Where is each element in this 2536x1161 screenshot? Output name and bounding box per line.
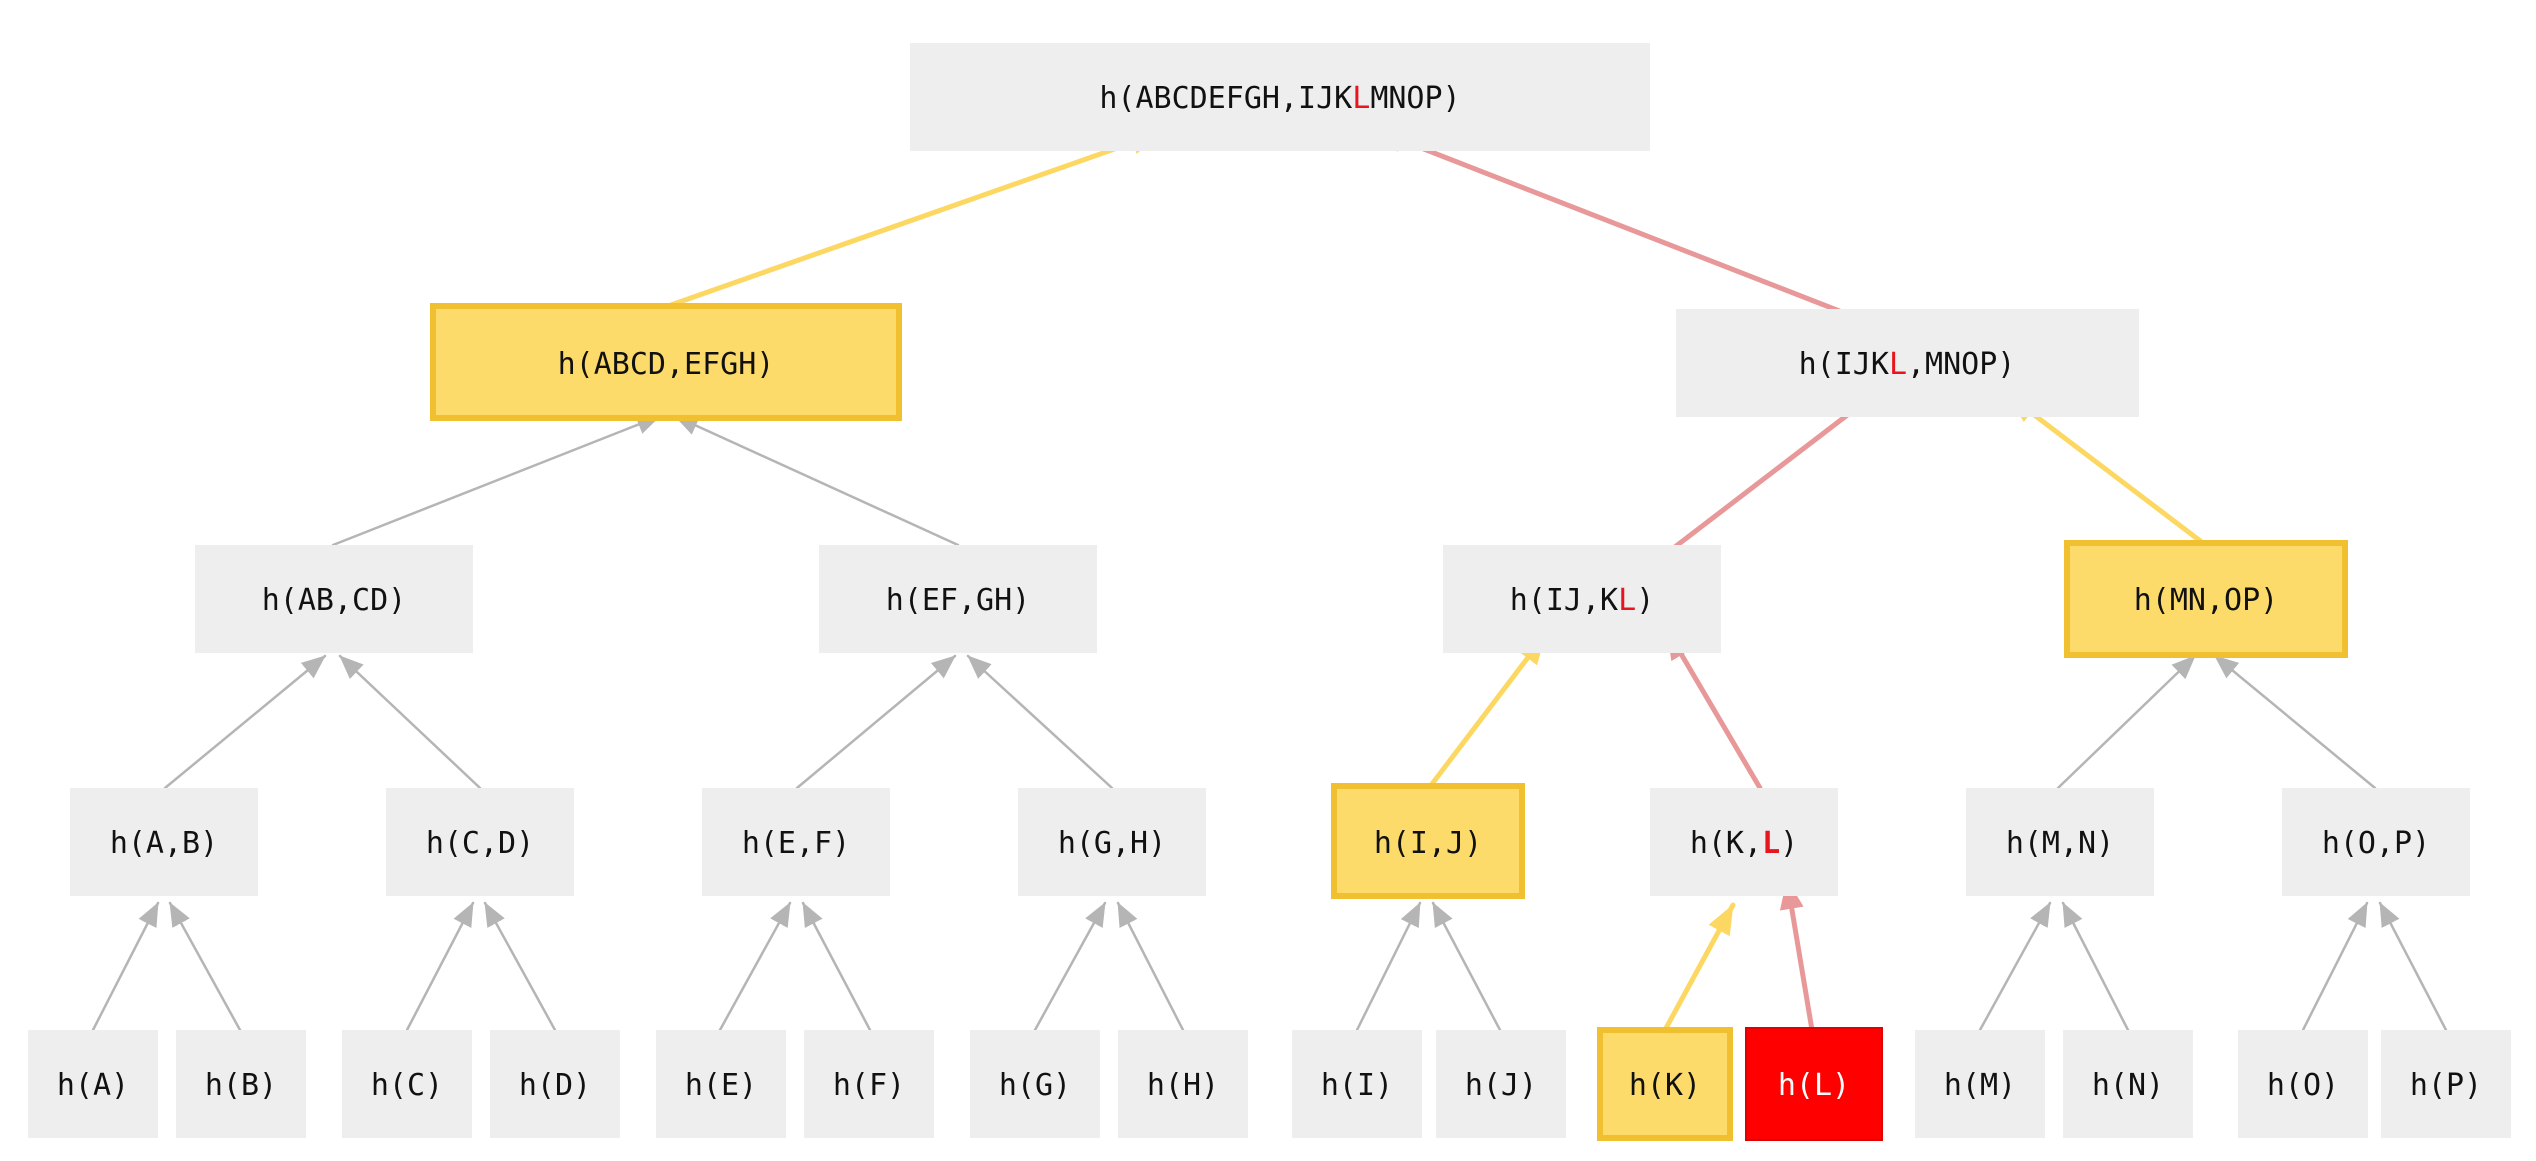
edge-ef-efgh	[795, 654, 957, 790]
leaf-n: h(N)	[2063, 1030, 2193, 1138]
edge-ijklmnop-root	[1372, 127, 1886, 331]
edge-l-kl	[1779, 877, 1815, 1033]
leaf-h: h(H)	[1118, 1030, 1248, 1138]
edge-c-cd	[405, 901, 475, 1032]
svg-text:h(A,B): h(A,B)	[110, 826, 218, 861]
leaf-b: h(B)	[176, 1030, 306, 1138]
svg-text:h(MN,OP): h(MN,OP)	[2134, 583, 2279, 618]
svg-text:h(E): h(E)	[685, 1068, 757, 1103]
svg-text:h(M): h(M)	[1944, 1068, 2016, 1103]
svg-text:h(P): h(P)	[2410, 1068, 2482, 1103]
svg-text:h(B): h(B)	[205, 1068, 277, 1103]
edge-abcd-abcdefgh	[331, 414, 662, 547]
leaf-a: h(A)	[28, 1030, 158, 1138]
edge-n-mn	[2061, 901, 2130, 1032]
edge-k-kl	[1662, 902, 1736, 1033]
edge-a-ab	[91, 901, 160, 1032]
svg-text:h(I,J): h(I,J)	[1374, 826, 1482, 861]
svg-text:h(A): h(A)	[57, 1068, 129, 1103]
node-e-f: h(E,F)	[702, 788, 890, 896]
svg-text:h(O,P): h(O,P)	[2322, 826, 2430, 861]
edge-ijkl-ijklmnop	[1647, 387, 1883, 569]
svg-text:h(H): h(H)	[1147, 1068, 1219, 1103]
edge-efgh-abcdefgh	[673, 414, 960, 547]
leaf-f: h(F)	[804, 1030, 934, 1138]
leaf-m: h(M)	[1915, 1030, 2045, 1138]
svg-text:h(C,D): h(C,D)	[426, 826, 534, 861]
svg-text:h(EF,GH): h(EF,GH)	[886, 583, 1031, 618]
edge-mn-mnop	[2056, 654, 2197, 790]
leaf-k: h(K)	[1597, 1027, 1733, 1141]
leaf-p: h(P)	[2381, 1030, 2511, 1138]
node-k-l: h(K,L)	[1650, 788, 1838, 896]
svg-text:h(IJKL,MNOP): h(IJKL,MNOP)	[1799, 347, 2016, 382]
node-abcd-efgh: h(ABCD,EFGH)	[430, 303, 902, 421]
leaf-g: h(G)	[970, 1030, 1100, 1138]
svg-text:h(G): h(G)	[999, 1068, 1071, 1103]
edge-h-gh	[1116, 901, 1185, 1032]
svg-text:h(K): h(K)	[1629, 1068, 1701, 1103]
svg-text:h(I): h(I)	[1321, 1068, 1393, 1103]
svg-text:h(G,H): h(G,H)	[1058, 826, 1166, 861]
leaf-j: h(J)	[1436, 1030, 1566, 1138]
node-mn-op: h(MN,OP)	[2064, 540, 2348, 658]
node-ijkl-mnop: h(IJKL,MNOP)	[1676, 309, 2139, 417]
svg-text:h(C): h(C)	[371, 1068, 443, 1103]
edge-j-ij	[1431, 901, 1502, 1032]
edge-ij-ijkl	[1429, 632, 1548, 787]
edge-mnop-ijklmnop	[2005, 392, 2206, 546]
node-m-n: h(M,N)	[1966, 788, 2154, 896]
leaf-c: h(C)	[342, 1030, 472, 1138]
edge-cd-abcd	[338, 654, 482, 790]
svg-text:h(ABCDEFGH,IJKLMNOP): h(ABCDEFGH,IJKLMNOP)	[1099, 81, 1460, 116]
leaf-i: h(I)	[1292, 1030, 1422, 1138]
svg-text:h(F): h(F)	[833, 1068, 905, 1103]
svg-text:h(AB,CD): h(AB,CD)	[262, 583, 407, 618]
edge-p-op	[2378, 901, 2448, 1032]
edge-f-ef	[801, 901, 872, 1032]
svg-text:h(N): h(N)	[2092, 1068, 2164, 1103]
edge-o-op	[2301, 901, 2369, 1032]
edge-ab-abcd	[163, 654, 327, 790]
node-g-h: h(G,H)	[1018, 788, 1206, 896]
edges	[91, 127, 2448, 1033]
node-root: h(ABCDEFGH,IJKLMNOP)	[910, 43, 1650, 151]
node-ef-gh: h(EF,GH)	[819, 545, 1097, 653]
edge-e-ef	[718, 901, 792, 1032]
svg-text:h(E,F): h(E,F)	[742, 826, 850, 861]
edge-b-ab	[168, 901, 242, 1032]
node-c-d: h(C,D)	[386, 788, 574, 896]
edge-kl-ijkl	[1664, 627, 1763, 791]
leaf-d: h(D)	[490, 1030, 620, 1138]
leaf-l: h(L)	[1745, 1027, 1883, 1141]
edge-d-cd	[483, 901, 557, 1032]
node-o-p: h(O,P)	[2282, 788, 2470, 896]
leaf-o: h(O)	[2238, 1030, 2368, 1138]
edge-i-ij	[1355, 901, 1422, 1032]
svg-text:h(IJ,KL): h(IJ,KL)	[1510, 583, 1655, 618]
svg-text:h(O): h(O)	[2267, 1068, 2339, 1103]
node-a-b: h(A,B)	[70, 788, 258, 896]
svg-text:h(J): h(J)	[1465, 1068, 1537, 1103]
svg-text:h(ABCD,EFGH): h(ABCD,EFGH)	[558, 347, 775, 382]
node-ab-cd: h(AB,CD)	[195, 545, 473, 653]
edge-abcdefgh-root	[665, 130, 1163, 309]
svg-text:h(D): h(D)	[519, 1068, 591, 1103]
svg-text:h(K,L): h(K,L)	[1690, 826, 1798, 861]
edge-gh-efgh	[966, 654, 1114, 790]
node-ij-kl: h(IJ,KL)	[1443, 545, 1721, 653]
node-i-j: h(I,J)	[1331, 783, 1525, 899]
svg-text:h(L): h(L)	[1778, 1068, 1850, 1103]
edge-g-gh	[1033, 901, 1107, 1032]
leaf-e: h(E)	[656, 1030, 786, 1138]
svg-text:h(M,N): h(M,N)	[2006, 826, 2114, 861]
edge-op-mnop	[2213, 654, 2377, 790]
edge-m-mn	[1978, 901, 2052, 1032]
